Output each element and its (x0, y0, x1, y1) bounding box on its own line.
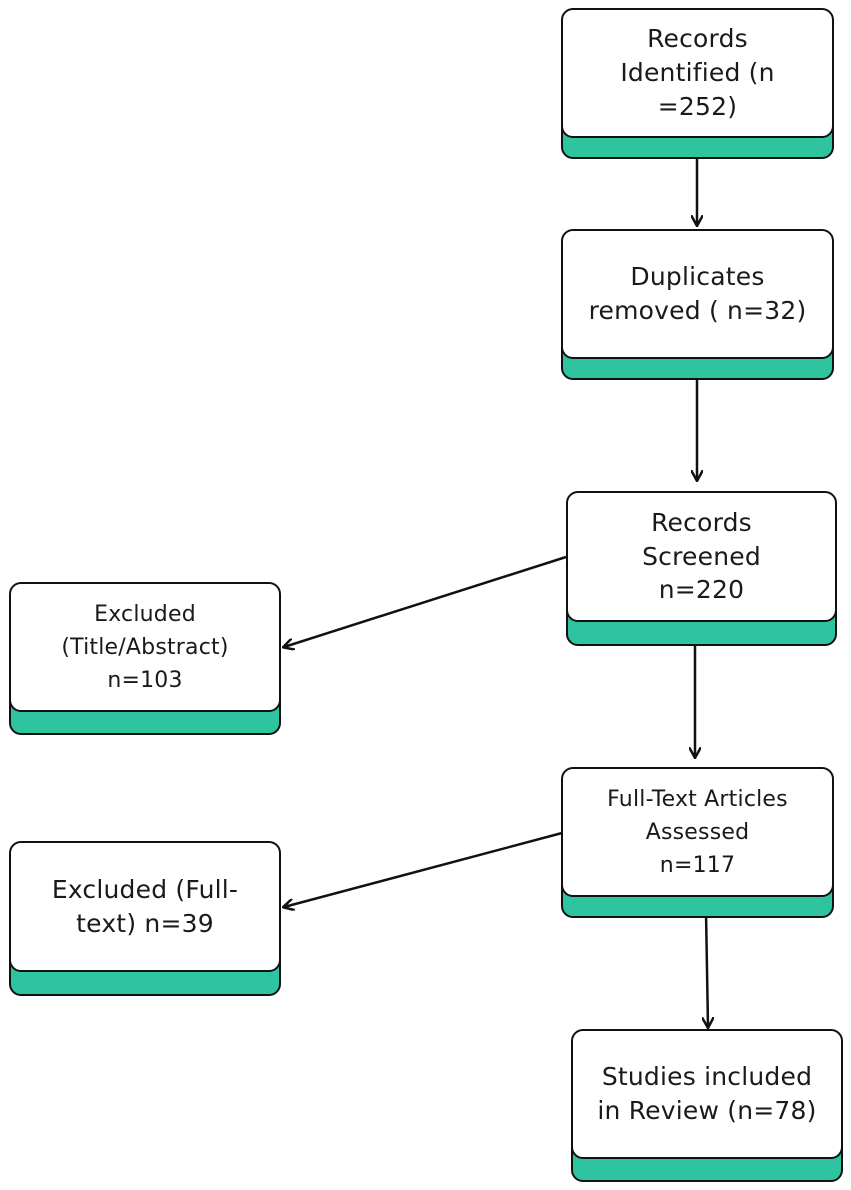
node-records-screened: Records Screened n=220 (566, 491, 837, 646)
node-excluded-full-text: Excluded (Full- text) n=39 (9, 841, 281, 996)
node-face: Duplicates removed ( n=32) (561, 229, 834, 359)
node-face: Excluded (Title/Abstract) n=103 (9, 582, 281, 712)
node-full-text-assessed: Full-Text Articles Assessed n=117 (561, 767, 834, 918)
arrow-screened-to-excluded-title (284, 555, 567, 647)
node-label: Full-Text Articles Assessed n=117 (607, 786, 788, 878)
node-duplicates-removed: Duplicates removed ( n=32) (561, 229, 834, 380)
node-label: Excluded (Full- text) n=39 (51, 874, 239, 938)
node-label: Duplicates removed ( n=32) (588, 262, 807, 325)
node-label: Records Identified (n =252) (620, 24, 775, 121)
node-label: Excluded (Title/Abstract) n=103 (61, 601, 229, 693)
node-label: Studies included in Review (n=78) (597, 1062, 817, 1125)
node-face: Full-Text Articles Assessed n=117 (561, 767, 834, 897)
arrow-full-text-to-included (706, 911, 708, 1027)
node-label: Records Screened n=220 (642, 507, 761, 605)
node-studies-included: Studies included in Review (n=78) (571, 1029, 843, 1182)
arrow-full-text-to-excluded-full-text (284, 831, 563, 907)
node-records-identified: Records Identified (n =252) (561, 8, 834, 159)
node-excluded-title-abstract: Excluded (Title/Abstract) n=103 (9, 582, 281, 735)
node-face: Records Identified (n =252) (561, 8, 834, 138)
node-face: Excluded (Full- text) n=39 (9, 841, 281, 972)
node-face: Studies included in Review (n=78) (571, 1029, 843, 1159)
node-face: Records Screened n=220 (566, 491, 837, 622)
